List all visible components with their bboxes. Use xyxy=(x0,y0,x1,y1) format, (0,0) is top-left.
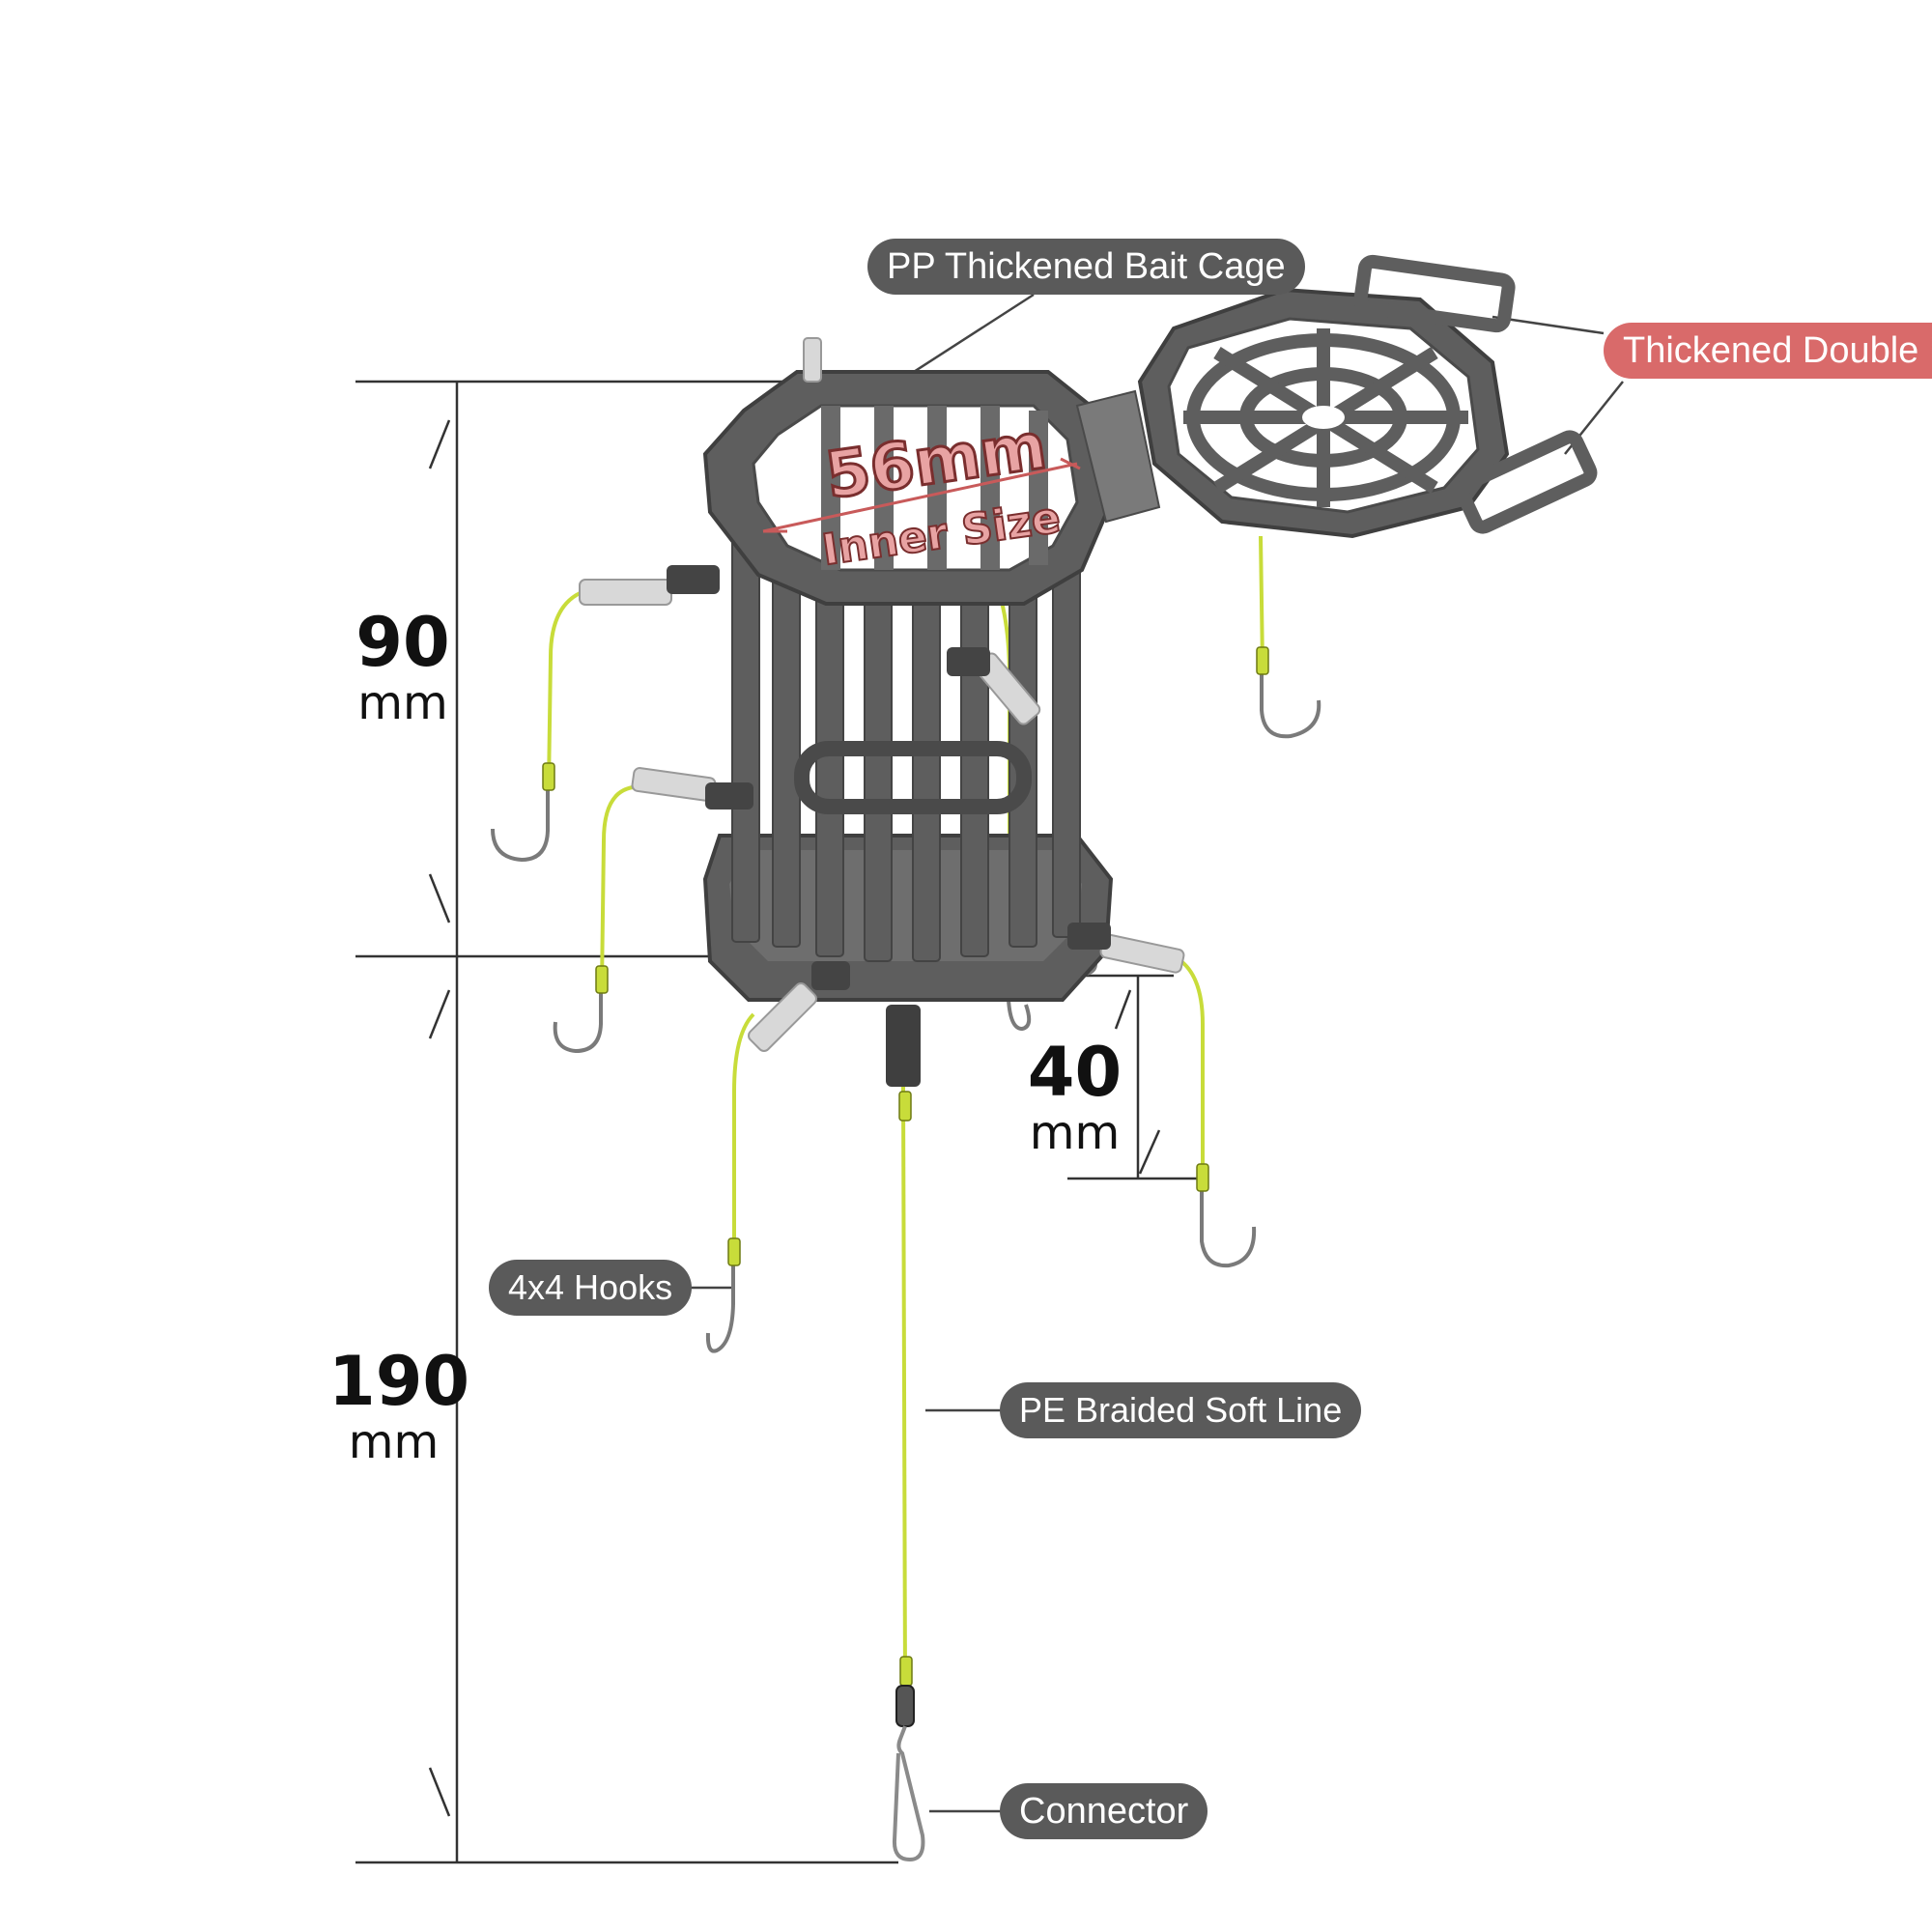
line-length-dimension: 190 mm xyxy=(328,1342,470,1469)
hooks-label: 4x4 Hooks xyxy=(489,1260,693,1316)
inner-size-arrow xyxy=(762,457,1081,533)
bait-cage-lid xyxy=(1137,254,1598,539)
hook-drop-dimension: 40 mm xyxy=(1019,1038,1130,1156)
bait-cage-label: PP Thickened Bait Cage xyxy=(867,239,1305,295)
line-length-value: 190 xyxy=(328,1342,470,1421)
hook-drop-unit: mm xyxy=(1029,1106,1121,1160)
connector-swivel xyxy=(892,1685,925,1862)
dimension-lines xyxy=(355,380,1203,1864)
hook-arm-sleeves xyxy=(579,337,1185,1052)
hook-drop-value: 40 xyxy=(1027,1033,1122,1112)
cage-height-value: 90 xyxy=(355,603,450,682)
line-length-unit: mm xyxy=(348,1415,440,1469)
cage-height-dimension: 90 mm xyxy=(350,609,456,726)
connector-label: Connector xyxy=(1000,1783,1208,1839)
cage-height-unit: mm xyxy=(357,676,448,730)
double-buckle-label: Thickened Double B xyxy=(1604,323,1932,379)
line-label: PE Braided Soft Line xyxy=(1000,1382,1362,1438)
